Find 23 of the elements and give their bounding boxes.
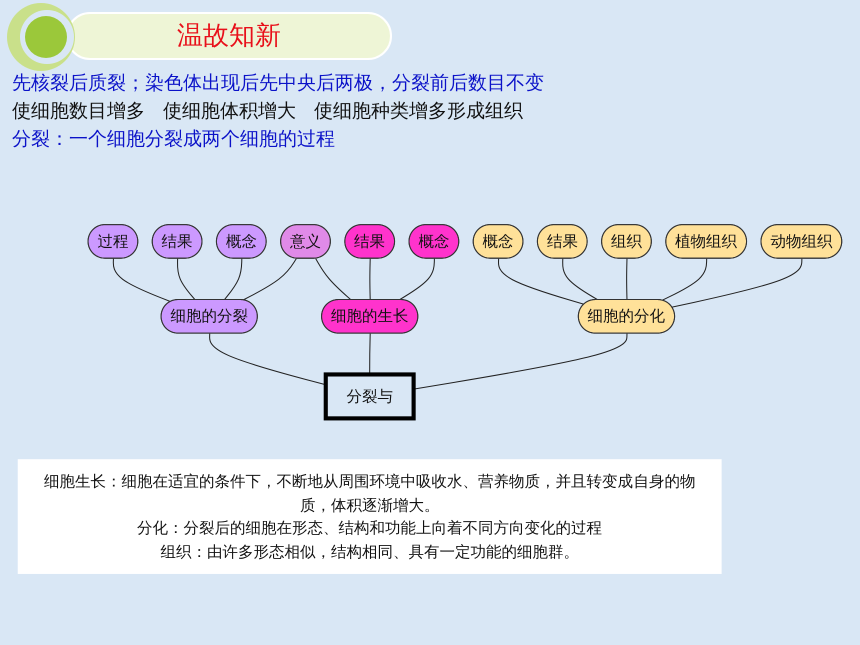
connector: [672, 258, 802, 308]
connector: [315, 258, 352, 300]
node-box: 细胞生长：细胞在适宜的条件下，不断地从周围环境中吸收水、营养物质，并且转变成自身的物质，体积逐渐增大。 分化：分裂后的细胞在形态、结构和功能上向着不同方向变化的过程 组织：由许多形态相似，结构相同、具有一定功能的细胞群。: [18, 459, 722, 574]
connector: [662, 258, 708, 301]
connector: [369, 258, 371, 300]
title: 温故知新: [177, 21, 281, 51]
connector: [224, 258, 242, 300]
connector: [369, 334, 371, 374]
connector: [209, 334, 326, 386]
note-text: 使细胞数目增多: [12, 99, 145, 124]
connector: [112, 258, 172, 302]
connector: [414, 334, 628, 390]
connector: [626, 258, 628, 300]
note-text: 分裂：一个细胞分裂成两个细胞的过程: [12, 127, 335, 152]
connector: [242, 258, 297, 301]
note-text: 使细胞种类增多形成组织: [314, 99, 523, 124]
connector: [562, 258, 598, 300]
connector: [398, 258, 435, 300]
note-text: 先核裂后质裂；染色体出现后先中央后两极，分裂前后数目不变: [12, 71, 545, 96]
connector: [176, 258, 196, 300]
note-text: 使细胞体积增大: [163, 99, 296, 124]
node-box: 分裂与: [324, 372, 416, 420]
connector: [498, 258, 585, 305]
